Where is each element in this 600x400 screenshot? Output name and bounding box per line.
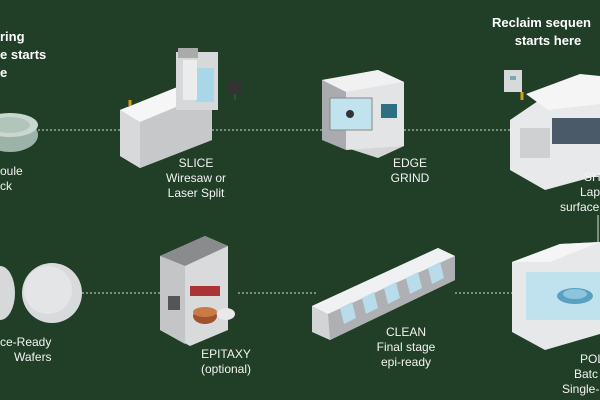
shape-label-line-3: surface xyxy=(560,200,600,214)
wafer-icon xyxy=(0,263,82,323)
top-right-header: Reclaim sequen starts here xyxy=(492,14,600,50)
shape-label-line-2: Lap xyxy=(580,185,600,199)
clean-label: CLEAN Final stage epi-ready xyxy=(366,325,446,370)
boule-label-line-1: oule xyxy=(0,164,23,178)
clean-label-line-1: CLEAN xyxy=(385,325,426,339)
top-left-header-line-3: e xyxy=(0,65,8,80)
top-left-header-line-1: ring xyxy=(0,29,25,44)
top-right-header-line-2: starts here xyxy=(514,33,582,48)
edge-grind-label-line-1: EDGE xyxy=(392,156,427,170)
polish-label-line-3: Single- xyxy=(562,382,600,396)
epitaxy-label-line-2: (optional) xyxy=(200,362,252,376)
top-right-header-line-1: Reclaim sequen xyxy=(492,15,591,30)
slice-label-line-1: SLICE xyxy=(178,156,214,170)
top-left-header-line-2: e starts xyxy=(0,47,47,62)
ready-wafers-label-line-2: Wafers xyxy=(14,350,52,364)
edge-grinder-icon xyxy=(322,70,404,158)
slice-label-line-2: Wiresaw or xyxy=(165,171,226,185)
clean-label-line-3: epi-ready xyxy=(380,355,432,369)
shape-label-line-1: SHA xyxy=(584,170,600,184)
wet-bench-icon xyxy=(312,248,455,340)
epitaxy-reactor-icon xyxy=(160,236,235,346)
wiresaw-machine-icon xyxy=(120,48,242,168)
ready-wafers-label: ce-Ready Wafers xyxy=(0,335,52,365)
boule-label: oule ck xyxy=(0,164,23,194)
polish-label-line-2: Batc xyxy=(574,367,599,381)
slice-label-line-3: Laser Split xyxy=(167,186,225,200)
edge-grind-label: EDGE GRIND xyxy=(370,156,450,186)
connectors xyxy=(38,129,512,294)
ready-wafers-label-line-1: ce-Ready xyxy=(0,335,52,349)
boule-icon xyxy=(0,113,38,152)
epitaxy-label: EPITAXY (optional) xyxy=(186,347,266,377)
polisher-icon xyxy=(512,242,600,350)
edge-grind-label-line-2: GRIND xyxy=(390,171,430,185)
lapping-machine-icon xyxy=(504,70,600,190)
polish-label: POL Batc Single- xyxy=(558,352,600,397)
shape-label: SHA Lap surface xyxy=(558,170,600,215)
boule-label-line-2: ck xyxy=(0,179,12,193)
slice-label: SLICE Wiresaw or Laser Split xyxy=(156,156,236,201)
top-left-header: ring e starts e xyxy=(0,28,46,82)
epitaxy-label-line-1: EPITAXY xyxy=(201,347,251,361)
clean-label-line-2: Final stage xyxy=(376,340,436,354)
polish-label-line-1: POL xyxy=(580,352,600,366)
